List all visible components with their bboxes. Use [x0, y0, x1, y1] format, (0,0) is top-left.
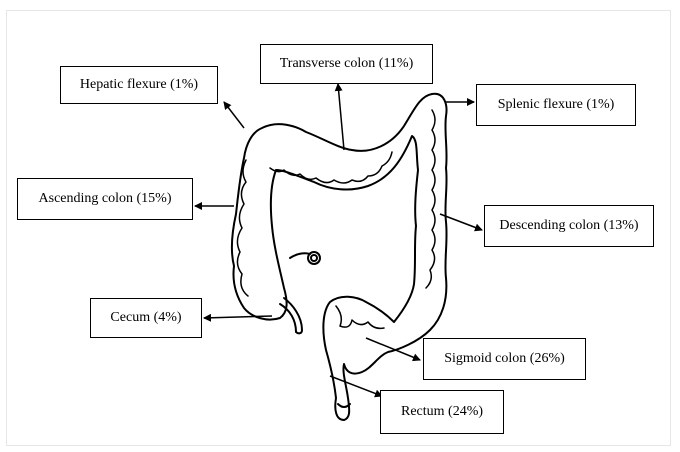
- label-rectum: Rectum (24%): [380, 390, 504, 434]
- label-descending-colon: Descending colon (13%): [484, 205, 654, 247]
- label-hepatic-flexure: Hepatic flexure (1%): [60, 66, 218, 104]
- arrow-sigmoid: [366, 338, 420, 360]
- label-transverse-colon: Transverse colon (11%): [260, 44, 433, 84]
- label-cecum: Cecum (4%): [90, 298, 202, 338]
- sigmoid-haustra: [336, 306, 384, 328]
- arrow-transverse: [338, 84, 344, 150]
- ileum-opening-inner: [311, 255, 317, 261]
- label-splenic-flexure: Splenic flexure (1%): [476, 84, 636, 126]
- rectum-tip: [338, 404, 350, 407]
- arrow-hepatic: [224, 102, 244, 128]
- label-sigmoid-colon: Sigmoid colon (26%): [423, 338, 586, 380]
- colon-outline-outer: [232, 94, 447, 420]
- transverse-haustra: [270, 152, 392, 183]
- ileum: [290, 253, 310, 258]
- descending-haustra: [426, 110, 435, 288]
- ascending-haustra: [237, 160, 248, 296]
- arrow-rectum: [330, 376, 382, 396]
- ileum-opening: [308, 252, 320, 264]
- label-ascending-colon: Ascending colon (15%): [17, 178, 193, 220]
